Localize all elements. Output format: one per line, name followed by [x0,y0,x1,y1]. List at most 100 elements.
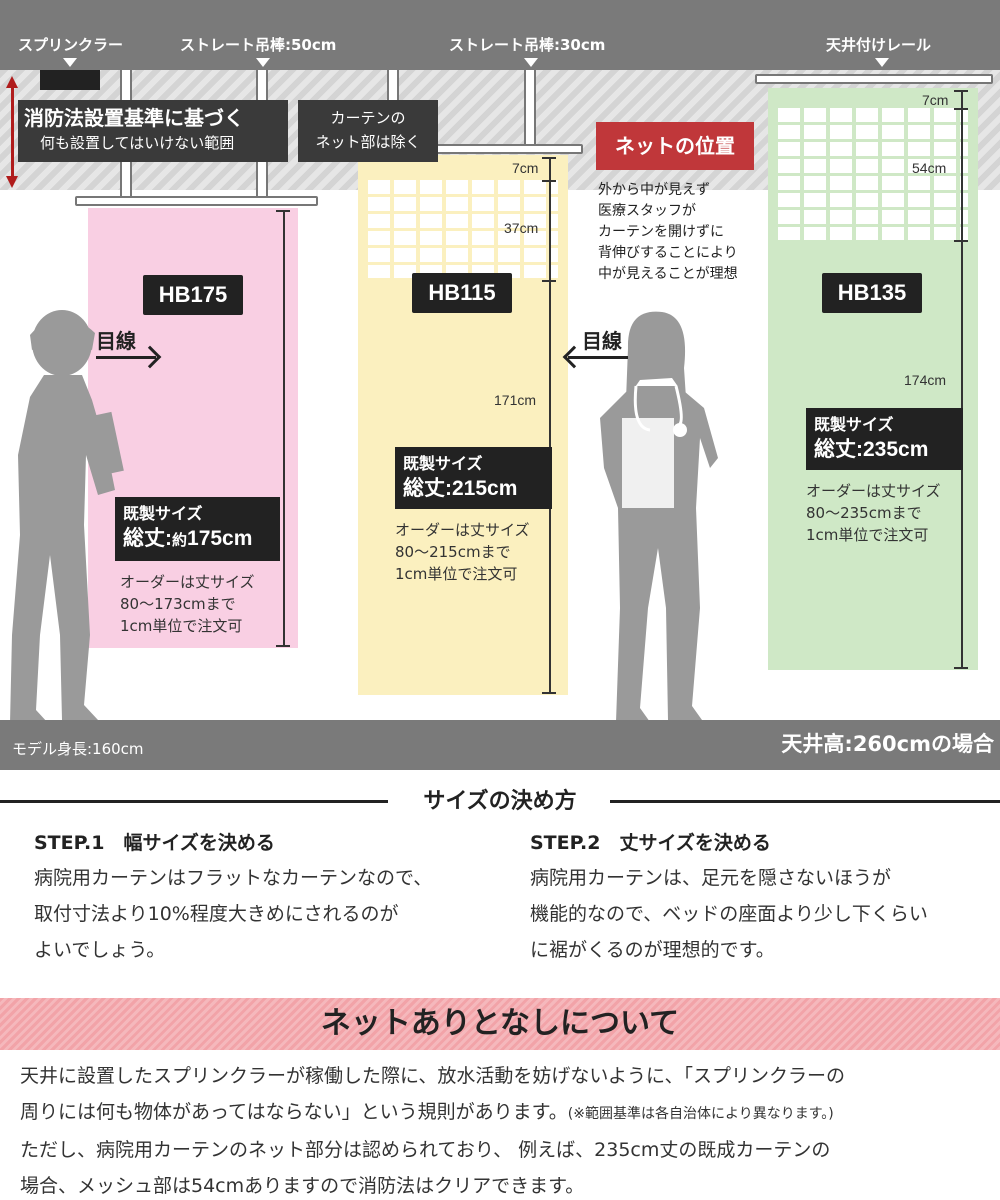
net-section-line2: 周りには何も物体があってはならない」という規則があります。 [20,1101,568,1123]
curtain-rail [755,74,993,84]
fire-zone-subtitle: 何も設置してはいけない範囲 [40,134,235,152]
hb115-mesh-top-measure: 7cm [512,160,539,176]
hb135-size-label: 既製サイズ [814,415,894,434]
net-section-line: 周りには何も物体があってはならない」という規則があります。(※範囲基準は各自治体… [20,1094,985,1132]
dimension-tick [954,240,968,242]
step1-line: 取付寸法より10%程度大きめにされるのが [34,903,399,925]
net-section-line: 天井に設置したスプリンクラーが稼働した際に、放水活動を妨げないように、「スプリン… [20,1065,845,1087]
hb175-total-prefix: 総丈: [123,527,172,550]
hb115-body-measure: 171cm [494,392,537,408]
hb135-size-box: 既製サイズ 総丈:235cm [806,408,963,470]
ceiling-rail-label: 天井付けレール [826,36,932,54]
step2-line: 機能的なので、ベッドの座面より少し下くらい [530,903,928,925]
hb175-total: 総丈:約175cm [123,525,272,555]
curtain-diagram: スプリンクラー ストレート吊棒:50cm ストレート吊棒:30cm 天井付けレー… [0,0,1000,770]
hb135-mesh-measure: 54cm [912,160,947,176]
dimension-tick [542,692,556,694]
net-section-text: 天井に設置したスプリンクラーが稼働した際に、放水活動を妨げないように、「スプリン… [20,1058,985,1200]
step1-line: 病院用カーテンはフラットなカーテンなので、 [34,867,433,889]
hanging-rod [524,70,536,146]
dimension-tick [954,90,968,92]
hb175-size-box: 既製サイズ 総丈:約175cm [115,497,280,561]
hb175-total-small: 約 [172,532,188,549]
sprinkler-pointer-icon [63,58,77,67]
order-line: 80〜173cmまで [120,595,236,613]
order-line: 1cm単位で注文可 [395,565,518,583]
sprinkler-head [40,70,100,90]
order-line: 1cm単位で注文可 [806,526,929,544]
size-section-header: サイズの決め方 [0,786,1000,818]
dimension-tick [954,108,968,110]
divider [0,800,388,803]
model-height-label: モデル身長:160cm [12,740,144,758]
dimension-tick [542,280,556,282]
hb115-mesh-measure: 37cm [504,220,539,236]
hb175-dimension-line [283,210,285,646]
hb115-dimension-line [549,157,551,693]
hb175-order-text: オーダーは丈サイズ 80〜173cmまで 1cm単位で注文可 [120,571,255,637]
ceiling-bar [0,0,1000,70]
fire-zone-title: 消防法設置基準に基づく [24,106,244,130]
size-section-title: サイズの決め方 [423,789,577,814]
hb115-size-box: 既製サイズ 総丈:215cm [395,447,552,509]
sprinkler-label: スプリンクラー [18,36,124,54]
sight-label-right: 目線 [582,329,622,353]
rod-50-label: ストレート吊棒:50cm [180,36,337,54]
curtain-note-line2: ネット部は除く [315,133,421,151]
hb135-model-badge: HB135 [822,273,922,313]
net-section-note: (※範囲基準は各自治体により異なります。) [567,1106,834,1122]
hb135-body-measure: 174cm [904,372,947,388]
hb115-size-label: 既製サイズ [403,454,483,473]
curtain-note-line1: カーテンの [330,109,406,127]
hb175-size-label: 既製サイズ [123,504,203,523]
net-position-line: 外から中が見えず [598,182,710,198]
rod-50-pointer-icon [256,58,270,67]
net-section-header: ネットありとなしについて [0,998,1000,1050]
curtain-rail [75,196,318,206]
hb115-model-badge: HB115 [412,273,512,313]
floor-bar [0,720,1000,770]
fire-zone-box: 消防法設置基準に基づく 何も設置してはいけない範囲 [18,100,288,162]
dimension-tick [954,667,968,669]
order-line: 1cm単位で注文可 [120,617,243,635]
hb175-model-badge: HB175 [143,275,243,315]
arrow-left-icon [568,356,628,359]
order-line: 80〜235cmまで [806,504,922,522]
order-line: 80〜215cmまで [395,543,511,561]
step2-line: に裾がくるのが理想的です。 [530,939,775,961]
net-position-badge: ネットの位置 [596,122,754,170]
step1-title: STEP.1 幅サイズを決める [34,832,275,854]
net-section-title: ネットありとなしについて [320,1006,680,1041]
dimension-tick [276,645,290,647]
zone-arrow-up-icon [6,76,18,88]
curtain-note-box: カーテンの ネット部は除く [298,100,438,162]
sight-label-left: 目線 [96,329,136,353]
dimension-tick [542,180,556,182]
hb135-dimension-line [961,90,963,668]
net-position-line: 背伸びすることにより [598,245,738,261]
hb115-mesh [368,180,558,278]
order-line: オーダーは丈サイズ [395,521,530,539]
rod-30-pointer-icon [524,58,538,67]
hb135-mesh [778,108,968,240]
nurse-silhouette-icon [600,311,718,722]
hb175-total-value: 175cm [187,527,253,550]
step1-line: よいでしょう。 [34,939,166,961]
dimension-tick [276,210,290,212]
arrow-right-icon [96,356,156,359]
step1-text: 病院用カーテンはフラットなカーテンなので、 取付寸法より10%程度大きめにされる… [34,860,504,968]
zone-arrow-line [11,86,14,178]
net-position-text: 外から中が見えず 医療スタッフが カーテンを開けずに 背伸びすることにより 中が… [598,180,738,285]
ceiling-rail-pointer-icon [875,58,889,67]
hb135-total: 総丈:235cm [814,438,929,461]
step2-line: 病院用カーテンは、足元を隠さないほうが [530,867,892,889]
hb115-total: 総丈:215cm [403,477,518,500]
net-section-line: ただし、病院用カーテンのネット部分は認められており、 例えば、235cm丈の既成… [20,1139,831,1161]
net-position-line: 中が見えることが理想 [598,266,738,282]
net-position-line: カーテンを開けずに [598,224,724,240]
step2-title: STEP.2 丈サイズを決める [530,832,771,854]
net-section-line: 場合、メッシュ部は54cmありますので消防法はクリアできます。 [20,1175,585,1197]
patient-silhouette-icon [10,310,124,723]
step2-text: 病院用カーテンは、足元を隠さないほうが 機能的なので、ベッドの座面より少し下くら… [530,860,990,968]
zone-arrow-down-icon [6,176,18,188]
